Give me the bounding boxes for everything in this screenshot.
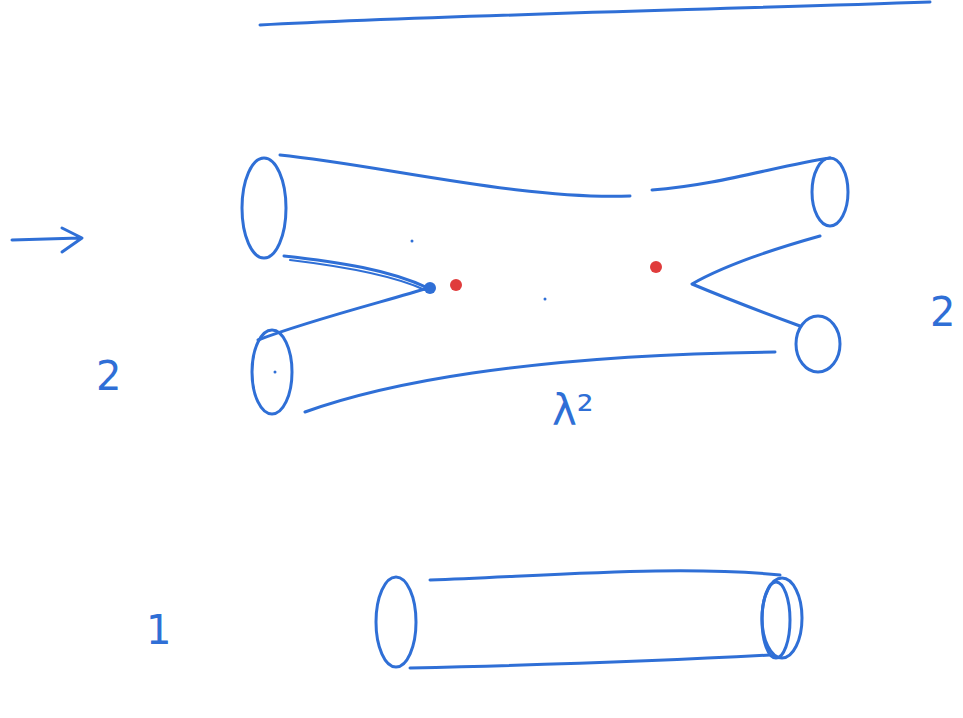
- tube-end: [796, 316, 840, 372]
- tube-outline: [410, 655, 770, 668]
- tube-outline: [692, 236, 820, 326]
- count-label: 2: [96, 356, 121, 396]
- tube-outline: [280, 155, 630, 196]
- arrow-symbol: [12, 228, 82, 252]
- count-label: 2: [930, 292, 955, 332]
- vertex-dot: [450, 279, 462, 291]
- sketch-line: [260, 2, 930, 25]
- tube-outline: [305, 352, 775, 412]
- dot: [544, 298, 547, 301]
- tube-end: [812, 158, 848, 226]
- count-label: 1: [146, 610, 171, 650]
- tube-outline: [290, 260, 425, 290]
- count-label: λ²: [552, 390, 594, 432]
- tube-end: [252, 330, 292, 414]
- tube-end: [242, 158, 286, 258]
- vertex-dot: [424, 282, 436, 294]
- vertex-dot: [650, 261, 662, 273]
- tube-outline: [430, 571, 780, 580]
- tube-outline: [258, 256, 428, 340]
- tube-outline: [652, 158, 830, 190]
- tube-end: [376, 577, 416, 667]
- tube-end: [762, 578, 802, 658]
- dot: [274, 371, 277, 374]
- tube-end: [762, 582, 790, 658]
- dot: [411, 240, 414, 243]
